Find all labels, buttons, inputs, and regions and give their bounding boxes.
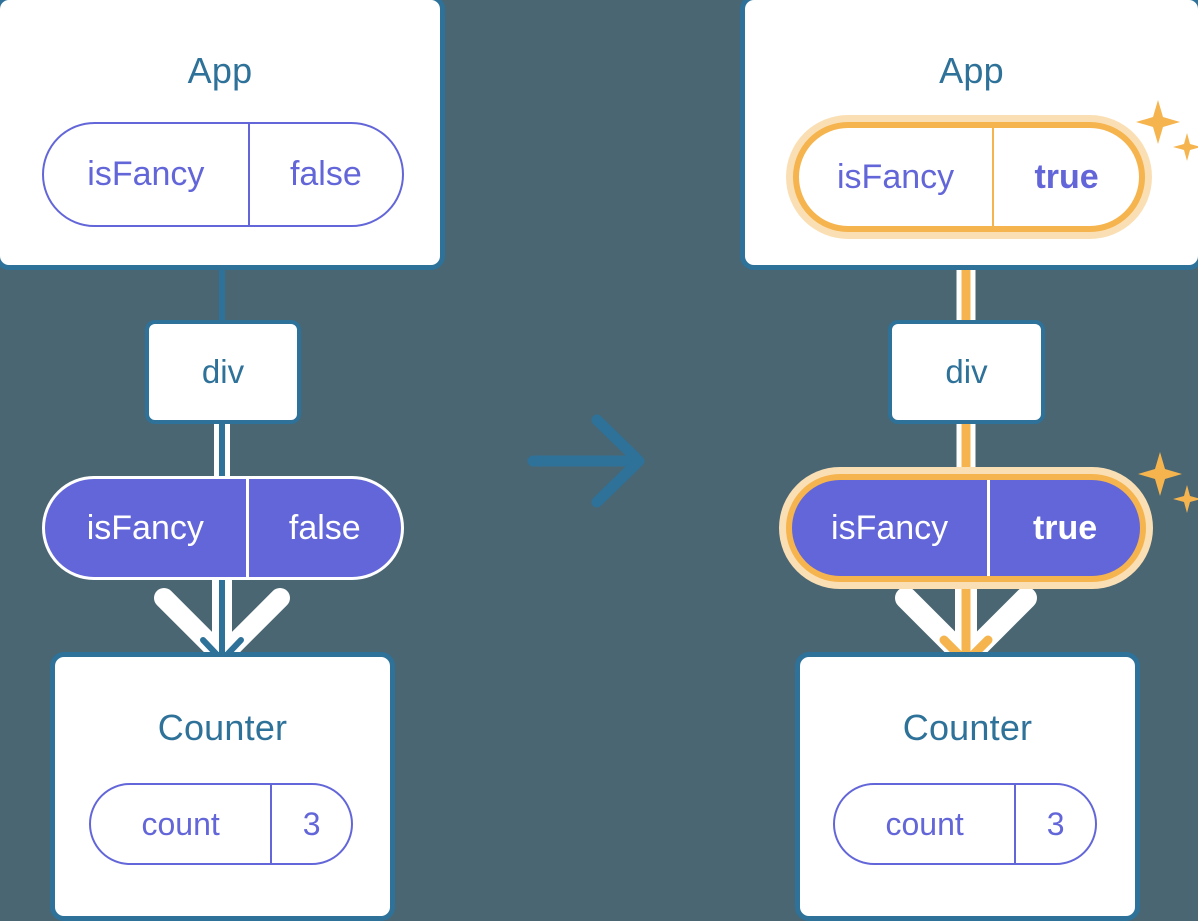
app-title-after: App — [939, 50, 1004, 91]
prop-value-after: true — [987, 480, 1140, 576]
sparkle-icon-prop — [1138, 452, 1198, 513]
prop-key-after: isFancy — [831, 508, 949, 547]
app-state-value-after: true — [992, 128, 1139, 226]
app-state-pill-before: isFancy false — [42, 122, 404, 227]
app-state-key-after: isFancy — [837, 157, 955, 196]
counter-title-before: Counter — [157, 707, 288, 748]
prop-value-before: false — [245, 479, 401, 577]
div-element-label-after: div — [945, 353, 988, 390]
counter-state-pill-after: count 3 — [833, 783, 1097, 865]
prop-pill-after[interactable]: isFancy true — [786, 474, 1146, 582]
app-title-before: App — [187, 50, 253, 91]
arrow-right-icon — [527, 414, 645, 508]
prop-key-before: isFancy — [86, 508, 204, 547]
app-state-pill-after[interactable]: isFancy true — [793, 122, 1145, 232]
div-element-box-before: div — [145, 320, 301, 424]
prop-pill-before: isFancy false — [42, 476, 404, 580]
div-element-box-after: div — [888, 320, 1045, 424]
counter-state-key-after: count — [885, 805, 964, 842]
counter-state-pill-before: count 3 — [89, 783, 353, 865]
counter-state-value-before: 3 — [270, 785, 351, 863]
counter-title-after: Counter — [902, 707, 1033, 748]
div-element-label-before: div — [201, 353, 245, 390]
app-state-key-before: isFancy — [87, 155, 205, 193]
counter-state-key-before: count — [141, 805, 220, 842]
counter-state-value-after: 3 — [1014, 785, 1095, 863]
app-state-value-before: false — [247, 124, 402, 225]
sparkle-icon-app-state — [1136, 100, 1198, 161]
